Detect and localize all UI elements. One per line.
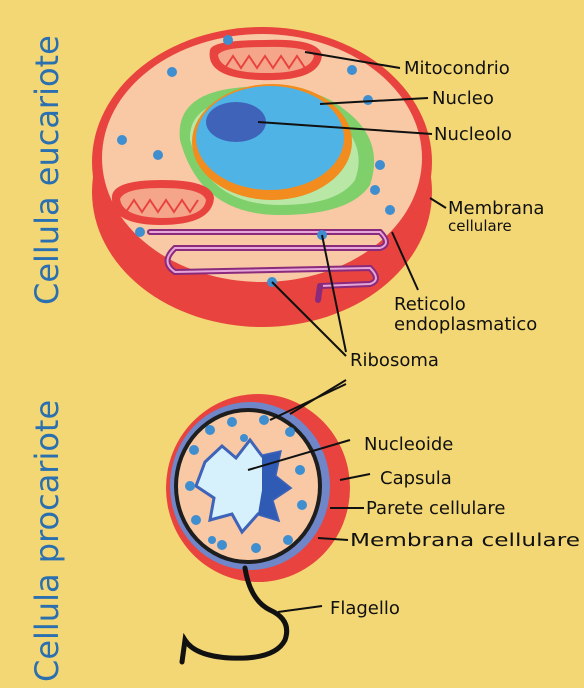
er-tail	[318, 286, 320, 300]
eukaryotic-cell	[92, 27, 432, 327]
side-label-prokaryote: Cellula procariote	[28, 400, 66, 682]
label-reticolo-line2: endoplasmatico	[394, 314, 537, 335]
flagellum	[182, 568, 287, 662]
label-membrana-line2: cellulare	[448, 217, 512, 235]
label-parete: Parete cellulare	[366, 498, 506, 519]
label-mitocondrio: Mitocondrio	[404, 58, 510, 79]
label-capsula: Capsula	[380, 468, 452, 489]
label-membrana-line1: Membrana	[448, 198, 544, 219]
leader-flagello	[278, 606, 322, 612]
nucleolus	[206, 102, 266, 142]
label-nucleolo: Nucleolo	[434, 124, 512, 145]
label-reticolo-line1: Reticolo	[394, 294, 466, 315]
mitochondrion-left	[112, 180, 214, 225]
leader-membrana	[430, 198, 446, 208]
label-nucleo: Nucleo	[432, 88, 494, 109]
label-nucleoide: Nucleoide	[364, 434, 453, 455]
prokaryotic-cell	[166, 394, 350, 662]
mitochondrion-top	[210, 40, 322, 80]
label-membrana-pro: Membrana cellulare	[350, 530, 580, 551]
side-label-eukaryote: Cellula eucariote	[28, 35, 66, 305]
label-flagello: Flagello	[330, 598, 400, 619]
label-ribosoma: Ribosoma	[350, 350, 439, 371]
